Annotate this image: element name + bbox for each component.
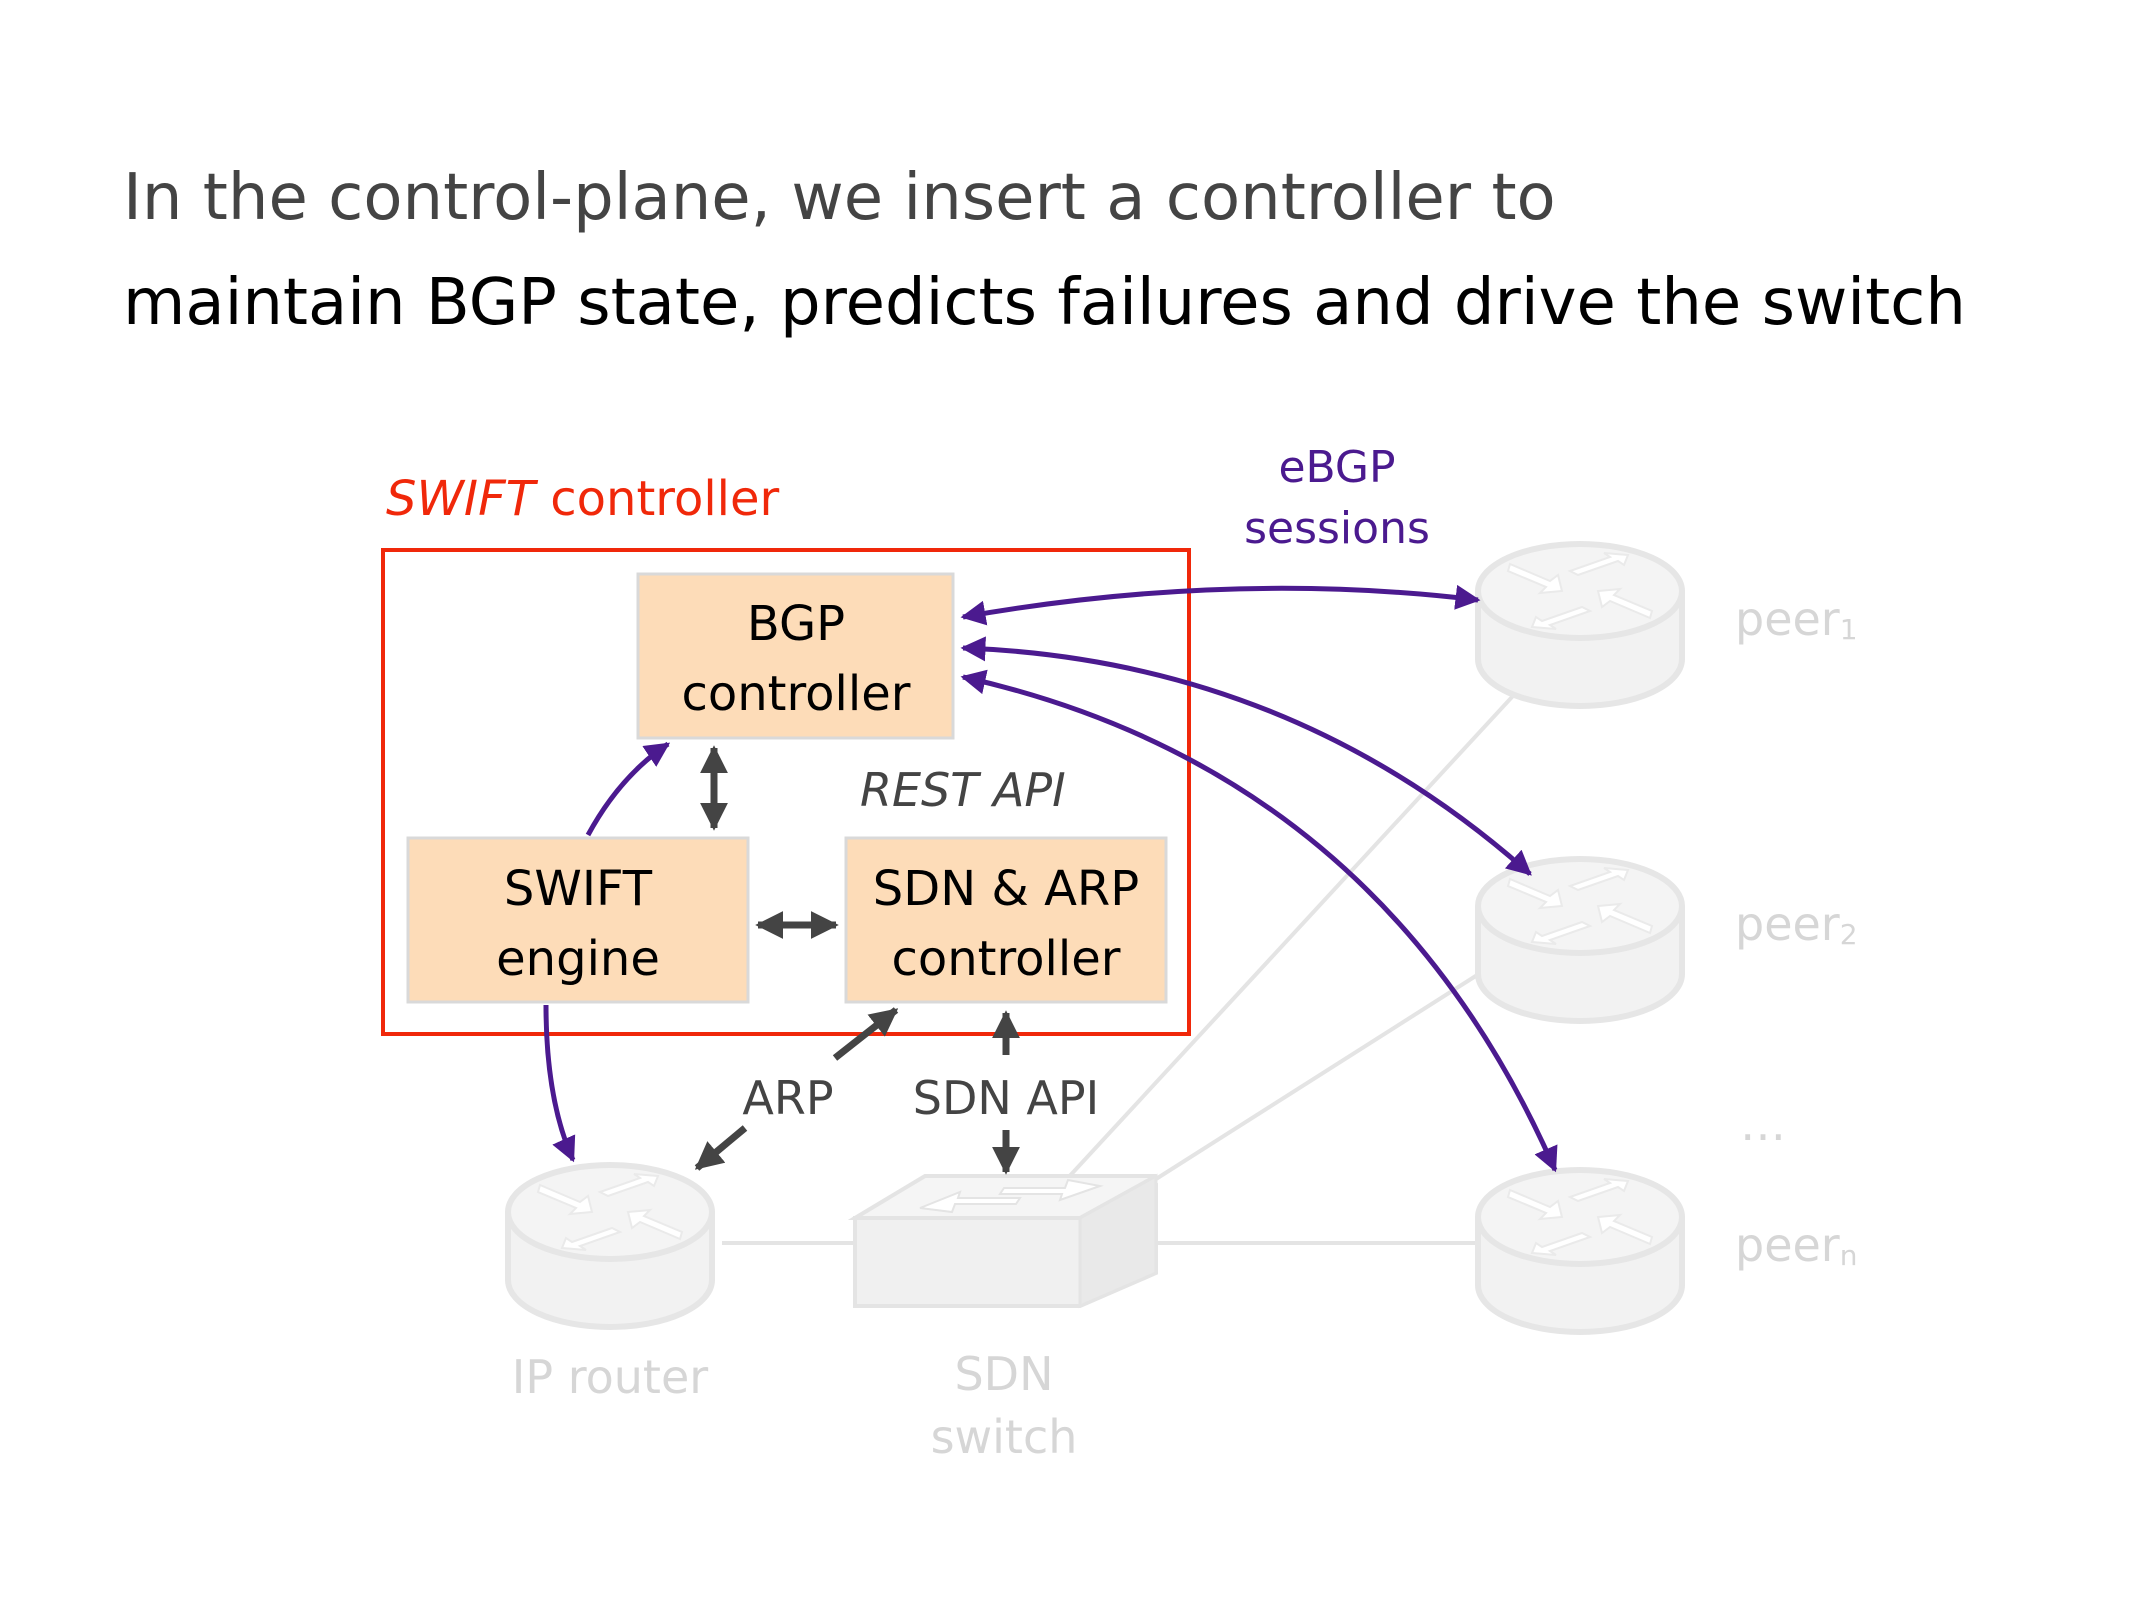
- sdn-switch-label-line-2: switch: [931, 1410, 1078, 1464]
- peer-1-subscript: 1: [1840, 613, 1858, 646]
- peers-ellipsis: …: [1740, 1097, 1786, 1151]
- arp-label: ARP: [742, 1071, 833, 1125]
- peer-2-router-icon: [1478, 859, 1682, 1021]
- link-switch-peer-2: [1143, 970, 1484, 1188]
- ebgp-session-peer-n: [960, 669, 1558, 1173]
- ip-router-icon: [508, 1165, 712, 1327]
- sdn-switch-label-line-1: SDN: [954, 1347, 1053, 1401]
- peer-1-router-icon: [1478, 544, 1682, 706]
- swift-engine-label-line-1: SWIFT: [504, 861, 653, 917]
- peer-n-router-icon: [1478, 1170, 1682, 1332]
- sdn-arp-controller-label-line-2: controller: [892, 931, 1121, 987]
- ebgp-label-line-1: eBGP: [1278, 442, 1395, 493]
- title-line-2: maintain BGP state, predicts failures an…: [123, 266, 1966, 340]
- arp-arrow-up: [832, 1007, 899, 1061]
- peer-n-subscript: n: [1840, 1239, 1858, 1272]
- engine-to-bgp-arrow: [585, 741, 671, 837]
- swift-engine-box[interactable]: SWIFT engine: [406, 836, 750, 1004]
- peer-2-subscript: 2: [1840, 918, 1858, 951]
- bgp-controller-box[interactable]: BGP controller: [636, 572, 955, 740]
- sdn-api-label: SDN API: [913, 1071, 1099, 1125]
- peer-n-name: peer: [1735, 1218, 1840, 1272]
- engine-to-ip-router-arrow: [543, 1004, 576, 1163]
- rest-api-label: REST API: [860, 763, 1066, 817]
- peer-2-label: peer2: [1735, 897, 1858, 951]
- ebgp-label-line-2: sessions: [1244, 503, 1430, 554]
- sdn-arp-controller-box[interactable]: SDN & ARP controller: [844, 836, 1168, 1004]
- sdn-arp-controller-label-line-1: SDN & ARP: [873, 861, 1139, 917]
- ebgp-session-peer-1: [960, 584, 1481, 626]
- title-line-1: In the control-plane, we insert a contro…: [123, 161, 1556, 235]
- peer-1-label: peer1: [1735, 592, 1858, 646]
- swift-controller-label: SWIFT controller: [386, 471, 780, 527]
- sdn-switch-icon: [847, 1173, 1158, 1309]
- swift-controller-label-italic: SWIFT: [386, 471, 539, 527]
- peer-1-name: peer: [1735, 592, 1840, 646]
- swift-engine-label-line-2: engine: [496, 931, 660, 987]
- bgp-controller-label-line-2: controller: [682, 666, 911, 722]
- swift-controller-label-rest: controller: [535, 471, 780, 527]
- peer-2-name: peer: [1735, 897, 1840, 951]
- bgp-controller-label-line-1: BGP: [747, 596, 845, 652]
- ip-router-label: IP router: [512, 1350, 708, 1404]
- arp-arrow-down: [694, 1125, 748, 1171]
- peer-n-label: peern: [1735, 1218, 1857, 1272]
